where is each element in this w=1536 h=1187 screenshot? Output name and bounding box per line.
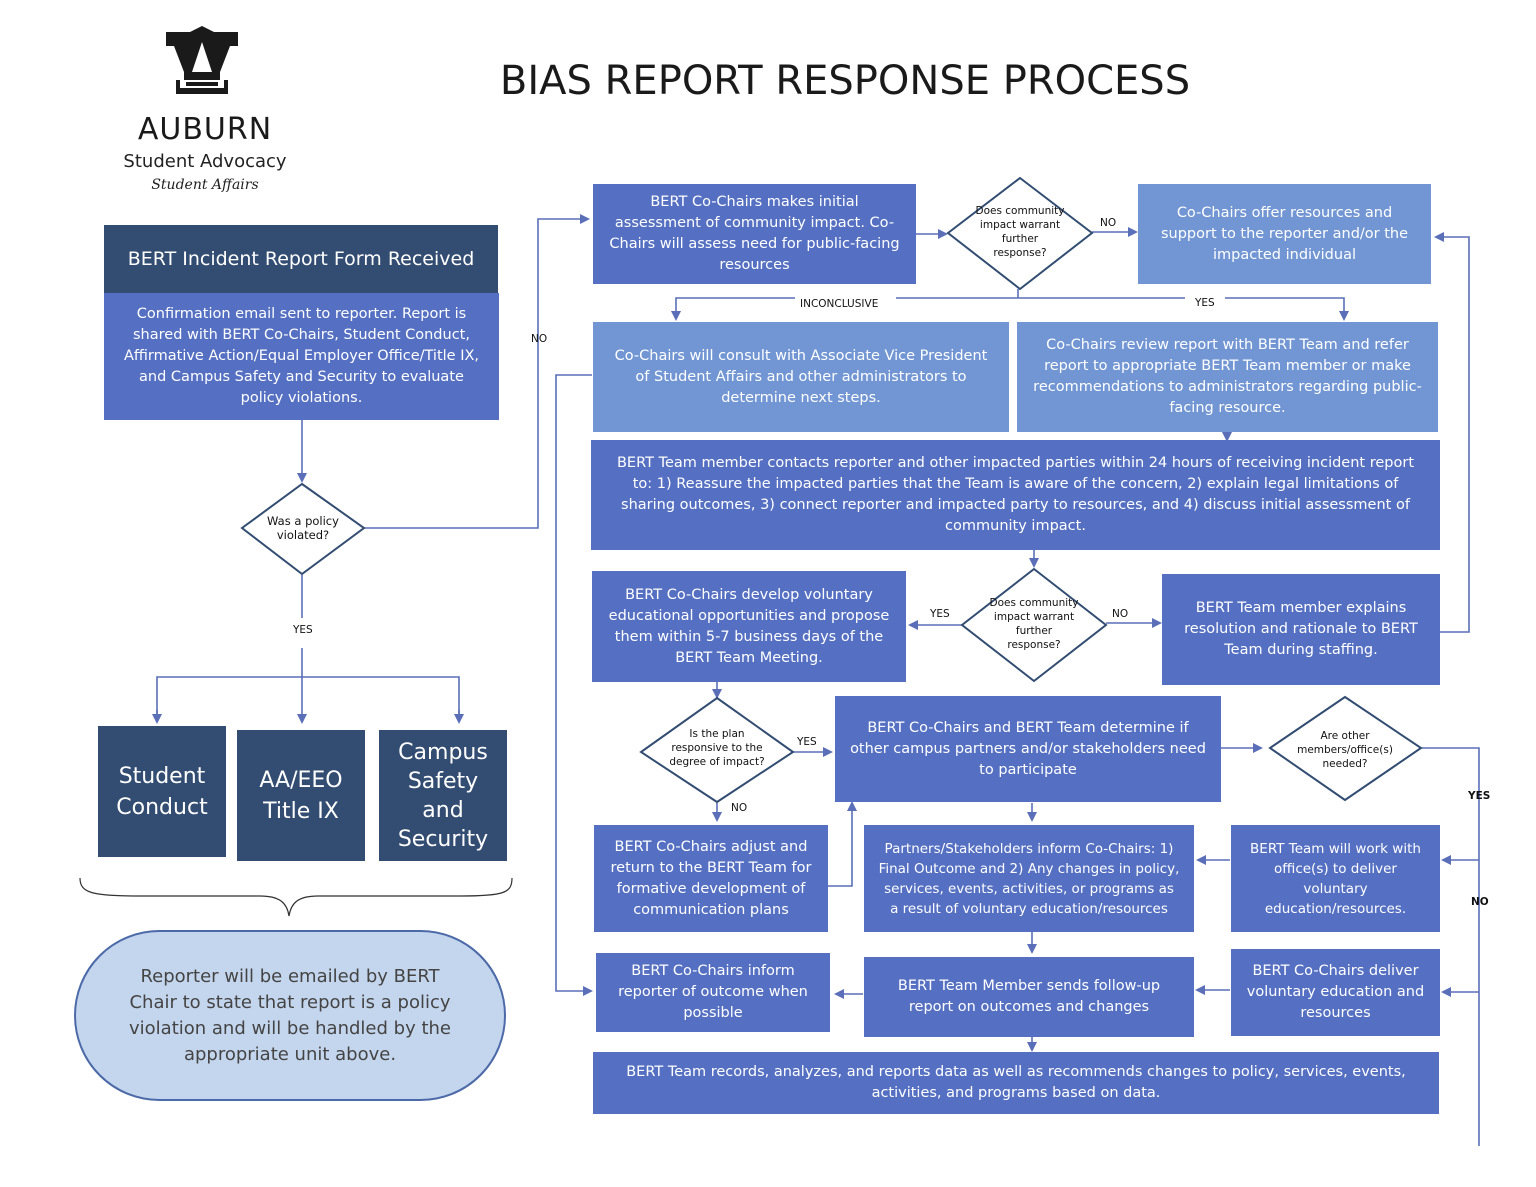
unit-campus-safety: Campus Safety and Security xyxy=(379,730,507,861)
impact-question-2-text: Does community impact warrant further re… xyxy=(989,597,1079,651)
page-title: BIAS REPORT RESPONSE PROCESS xyxy=(499,58,1191,104)
review-report-box: Co-Chairs review report with BERT Team a… xyxy=(1017,322,1438,432)
records-box: BERT Team records, analyzes, and reports… xyxy=(593,1052,1439,1114)
impact-2-yes-label: YES xyxy=(930,608,950,620)
arrow-members-question-out xyxy=(1421,747,1480,1146)
inform-reporter-box: BERT Co-Chairs inform reporter of outcom… xyxy=(596,953,830,1032)
arrow-yes-1 xyxy=(1225,297,1349,321)
impact-question-1-text: Does community impact warrant further re… xyxy=(975,205,1065,259)
impact-question-1-diamond xyxy=(946,176,1094,291)
deliver-education-box: BERT Co-Chairs deliver voluntary educati… xyxy=(1231,949,1440,1036)
arrow-explain-to-offer xyxy=(1434,232,1470,633)
inconclusive-label: INCONCLUSIVE xyxy=(800,298,879,310)
members-no-label: NO xyxy=(1471,896,1489,908)
arrow-policy-no-to-assessment xyxy=(364,214,590,529)
arrow-consult-to-inform xyxy=(555,374,593,996)
reporter-note-text: Reporter will be emailed by BERT Chair t… xyxy=(129,965,451,1065)
unit-student-conduct: Student Conduct xyxy=(98,726,226,857)
initial-assessment-box: BERT Co-Chairs makes initial assessment … xyxy=(593,184,916,284)
policy-question-text: Was a policy violated? xyxy=(267,514,339,542)
plan-yes-label: YES xyxy=(797,736,817,748)
work-with-offices-box: BERT Team will work with office(s) to de… xyxy=(1231,825,1440,932)
consult-avp-box: Co-Chairs will consult with Associate Vi… xyxy=(593,322,1009,432)
policy-yes-label: YES xyxy=(293,624,313,636)
plan-no-label: NO xyxy=(731,802,748,814)
other-members-question-text: Are other members/office(s) needed? xyxy=(1297,730,1393,770)
follow-up-box: BERT Team Member sends follow-up report … xyxy=(864,957,1194,1037)
members-yes-label: YES xyxy=(1468,790,1491,802)
develop-opportunities-box: BERT Co-Chairs develop voluntary educati… xyxy=(592,571,906,682)
impact-2-no-label: NO xyxy=(1112,608,1129,620)
contact-reporter-box: BERT Team member contacts reporter and o… xyxy=(591,440,1440,550)
form-received-box: BERT Incident Report Form Received xyxy=(104,225,498,293)
policy-question-diamond xyxy=(240,482,366,576)
plan-question-diamond xyxy=(639,696,795,804)
arrow-adjust-to-determine xyxy=(828,801,857,887)
offer-resources-box: Co-Chairs offer resources and support to… xyxy=(1138,184,1431,284)
unit-aa-eeo-title-ix: AA/EEO Title IX xyxy=(237,730,365,861)
explain-resolution-box: BERT Team member explains resolution and… xyxy=(1162,574,1440,685)
determine-partners-box: BERT Co-Chairs and BERT Team determine i… xyxy=(835,696,1221,802)
reporter-note-bubble: Reporter will be emailed by BERT Chair t… xyxy=(74,930,506,1101)
adjust-return-box: BERT Co-Chairs adjust and return to the … xyxy=(594,825,828,932)
policy-no-label: NO xyxy=(531,333,548,345)
auburn-au-logo-icon xyxy=(160,24,244,98)
logo-name: AUBURN xyxy=(137,112,273,147)
logo-division: Student Affairs xyxy=(151,177,259,193)
auburn-logo: AUBURN Student Advocacy Student Affairs xyxy=(110,24,300,199)
partners-inform-box: Partners/Stakeholders inform Co-Chairs: … xyxy=(864,825,1194,932)
impact-1-yes-label: YES xyxy=(1195,297,1215,309)
impact-1-no-label: NO xyxy=(1100,217,1117,229)
arrow-yes-branch xyxy=(156,676,460,722)
confirmation-box: Confirmation email sent to reporter. Rep… xyxy=(104,293,499,420)
members-question-diamond xyxy=(1268,695,1423,802)
arrow-inconclusive xyxy=(671,297,795,321)
units-brace xyxy=(79,877,513,917)
logo-dept: Student Advocacy xyxy=(123,151,287,172)
plan-question-text: Is the plan responsive to the degree of … xyxy=(669,728,765,768)
impact-question-2-diamond xyxy=(960,567,1108,683)
